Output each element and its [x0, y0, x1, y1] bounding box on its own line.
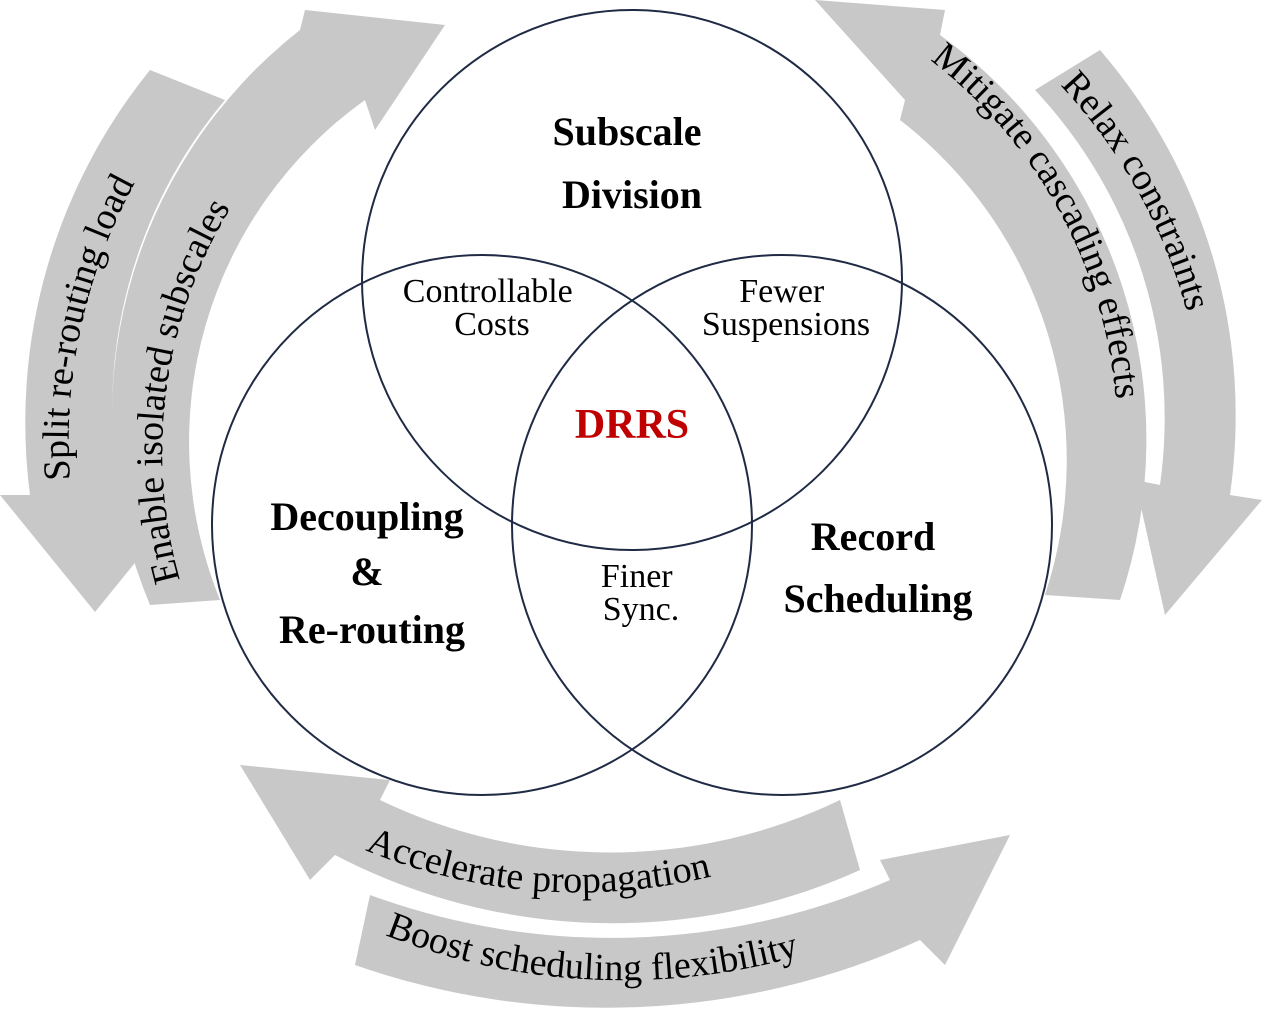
title-decoupling-rerouting: Decoupling & Re-routing [270, 494, 473, 652]
title-subscale-division: Subscale Division [553, 109, 712, 217]
circle-record-scheduling [511, 254, 1053, 796]
title-record-scheduling: Record Scheduling [784, 514, 973, 621]
circle-subscale-division [361, 9, 903, 551]
arrow-relax-constraints [1035, 50, 1262, 615]
arrow-enable-isolated [112, 10, 445, 605]
arrow-boost-flexibility [355, 835, 1010, 1008]
overlap-fewer-suspensions: Fewer Suspensions [702, 273, 870, 343]
center-label-drrs: DRRS [575, 402, 689, 448]
arrow-mitigate-cascading [815, 0, 1147, 600]
circle-decoupling-rerouting [211, 254, 753, 796]
overlap-finer-sync: Finer Sync. [601, 558, 681, 628]
arrow-accelerate-propagation [240, 765, 860, 924]
arrow-split-rerouting [0, 70, 225, 612]
overlap-controllable-costs: Controllable Costs [403, 273, 581, 343]
